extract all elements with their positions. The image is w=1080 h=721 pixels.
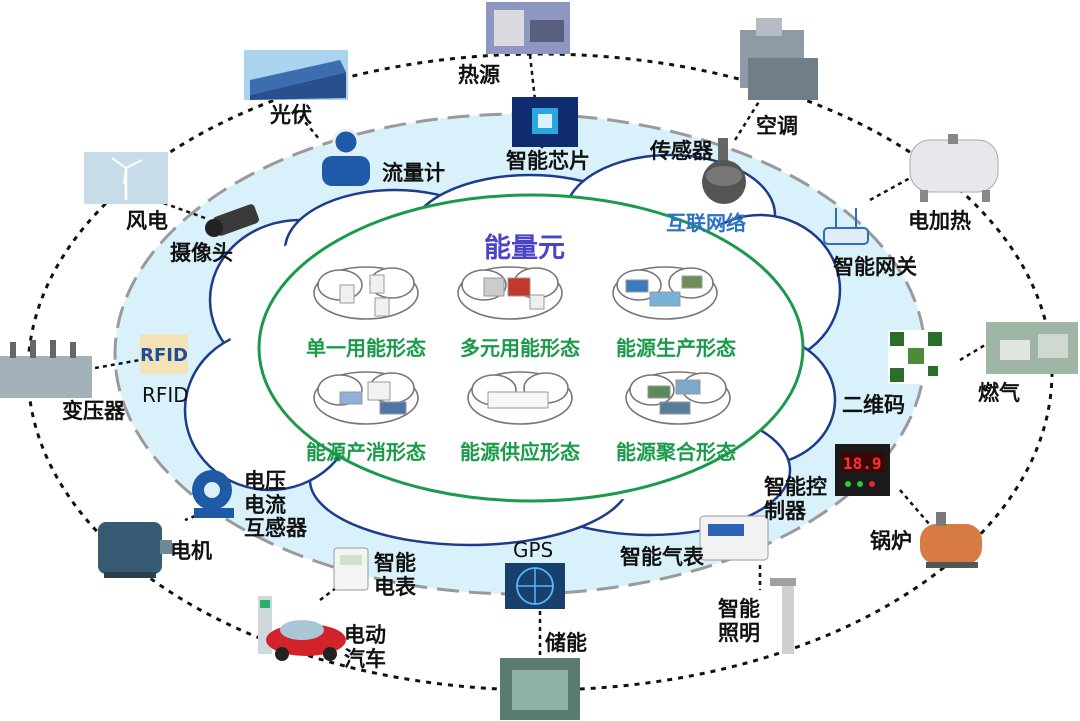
electric-heater-picture (909, 134, 999, 202)
form-cloud-1 (313, 266, 419, 320)
label-smart-lighting: 智能 照明 (718, 597, 760, 645)
label-transformer: 变压器 (62, 399, 125, 423)
qr-code-picture (888, 330, 944, 384)
electric-vehicle-picture (258, 596, 346, 661)
smart-gateway-picture (823, 208, 869, 245)
rfid-logo: RFID (140, 334, 188, 374)
form-label-6: 能源聚合形态 (616, 440, 736, 464)
label-smart-chip: 智能芯片 (506, 149, 590, 173)
solar-pv-picture (244, 50, 348, 100)
label-energy-storage: 储能 (545, 631, 587, 655)
label-electric-vehicle: 电动 汽车 (344, 623, 386, 671)
gas-plant-picture (986, 322, 1078, 374)
flow-meter-picture (322, 128, 370, 186)
smart-lighting-picture (770, 578, 796, 654)
form-label-2: 多元用能形态 (460, 336, 580, 360)
label-gas: 燃气 (978, 381, 1020, 405)
smart-gas-meter-picture (699, 515, 769, 561)
controller-display: 18.9 (843, 454, 882, 473)
camera-picture (205, 204, 259, 237)
label-smart-controller: 智能控 制器 (764, 475, 827, 523)
sensor-picture (702, 138, 746, 204)
label-ct-pt: 电压 电流 互感器 (244, 469, 307, 541)
transformer-picture (0, 340, 92, 398)
label-smart-electric-meter: 智能 电表 (374, 551, 416, 599)
label-motor: 电机 (170, 539, 212, 563)
label-smart-gateway: 智能网关 (833, 255, 917, 279)
label-wind-power: 风电 (126, 209, 168, 233)
label-rfid: RFID (142, 383, 189, 407)
label-air-conditioner: 空调 (756, 114, 798, 138)
form-label-5: 能源供应形态 (460, 440, 580, 464)
form-label-1: 单一用能形态 (306, 336, 426, 360)
label-qr-code: 二维码 (842, 393, 905, 417)
ct-pt-picture (192, 470, 234, 518)
label-gps: GPS (513, 538, 554, 562)
label-sensor: 传感器 (650, 139, 713, 163)
label-flow-meter: 流量计 (382, 161, 445, 185)
label-heat-source: 热源 (458, 63, 500, 87)
label-electric-heater: 电加热 (908, 209, 971, 233)
smart-electric-meter-picture (333, 547, 369, 591)
form-cloud-4 (313, 371, 419, 425)
form-cloud-icons (339, 274, 703, 415)
boiler-picture (920, 512, 982, 568)
label-solar-pv: 光伏 (270, 103, 312, 127)
smart-chip-picture (512, 97, 578, 147)
wind-power-picture (84, 152, 168, 204)
energy-cell-title: 能量元 (484, 233, 565, 264)
label-camera: 摄像头 (170, 241, 233, 265)
form-label-4: 能源产消形态 (306, 440, 426, 464)
gps-picture (505, 563, 565, 609)
motor-picture (98, 522, 172, 578)
label-smart-gas-meter: 智能气表 (620, 545, 704, 569)
heat-source-picture (486, 2, 570, 54)
form-label-3: 能源生产形态 (616, 336, 736, 360)
label-boiler: 锅炉 (870, 529, 912, 553)
energy-storage-picture (500, 658, 580, 720)
network-label: 互联网络 (666, 211, 746, 235)
smart-controller-picture: 18.9 (835, 444, 890, 496)
air-conditioner-picture (740, 18, 818, 100)
